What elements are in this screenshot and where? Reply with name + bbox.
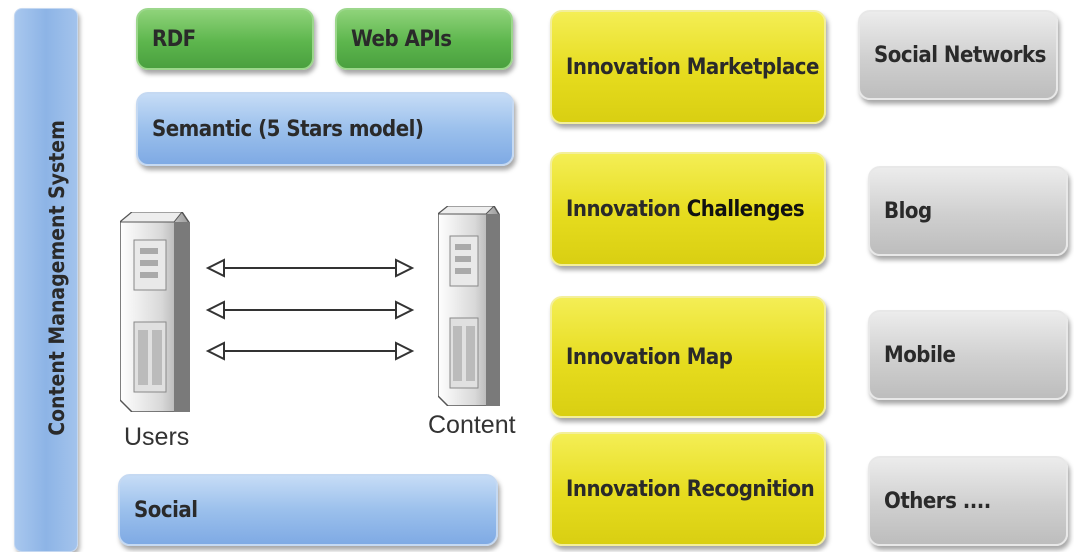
social-networks-box: Social Networks [858,10,1058,100]
web-apis-label: Web APIs [351,26,452,52]
blog-label: Blog [884,198,932,224]
semantic-label: Semantic (5 Stars model) [152,116,424,142]
social-box: Social [118,474,498,546]
users-label: Users [124,423,190,451]
innovation-map-label: Innovation Map [566,344,733,370]
mobile-label: Mobile [884,342,956,368]
others-box: Others .... [868,456,1068,546]
blog-box: Blog [868,166,1068,256]
innovation-challenges-label: Innovation Challenges [566,196,805,222]
innovation-marketplace-box: Innovation Marketplace [550,10,826,124]
web-apis-box: Web APIs [335,8,513,70]
innovation-challenges-box: Innovation Challenges [550,152,826,266]
mobile-box: Mobile [868,310,1068,400]
others-label: Others .... [884,488,991,514]
semantic-box: Semantic (5 Stars model) [136,92,514,166]
content-server-icon [436,205,501,411]
users-server-icon [118,211,191,417]
social-label: Social [134,497,198,523]
cms-bar [14,8,78,552]
innovation-recognition-box: Innovation Recognition [550,432,826,546]
rdf-box: RDF [136,8,314,70]
rdf-label: RDF [152,26,196,52]
innovation-marketplace-label: Innovation Marketplace [566,54,819,80]
innovation-recognition-label: Innovation Recognition [566,476,815,502]
social-networks-label: Social Networks [874,42,1046,68]
content-label: Content [428,411,516,439]
innovation-map-box: Innovation Map [550,296,826,418]
